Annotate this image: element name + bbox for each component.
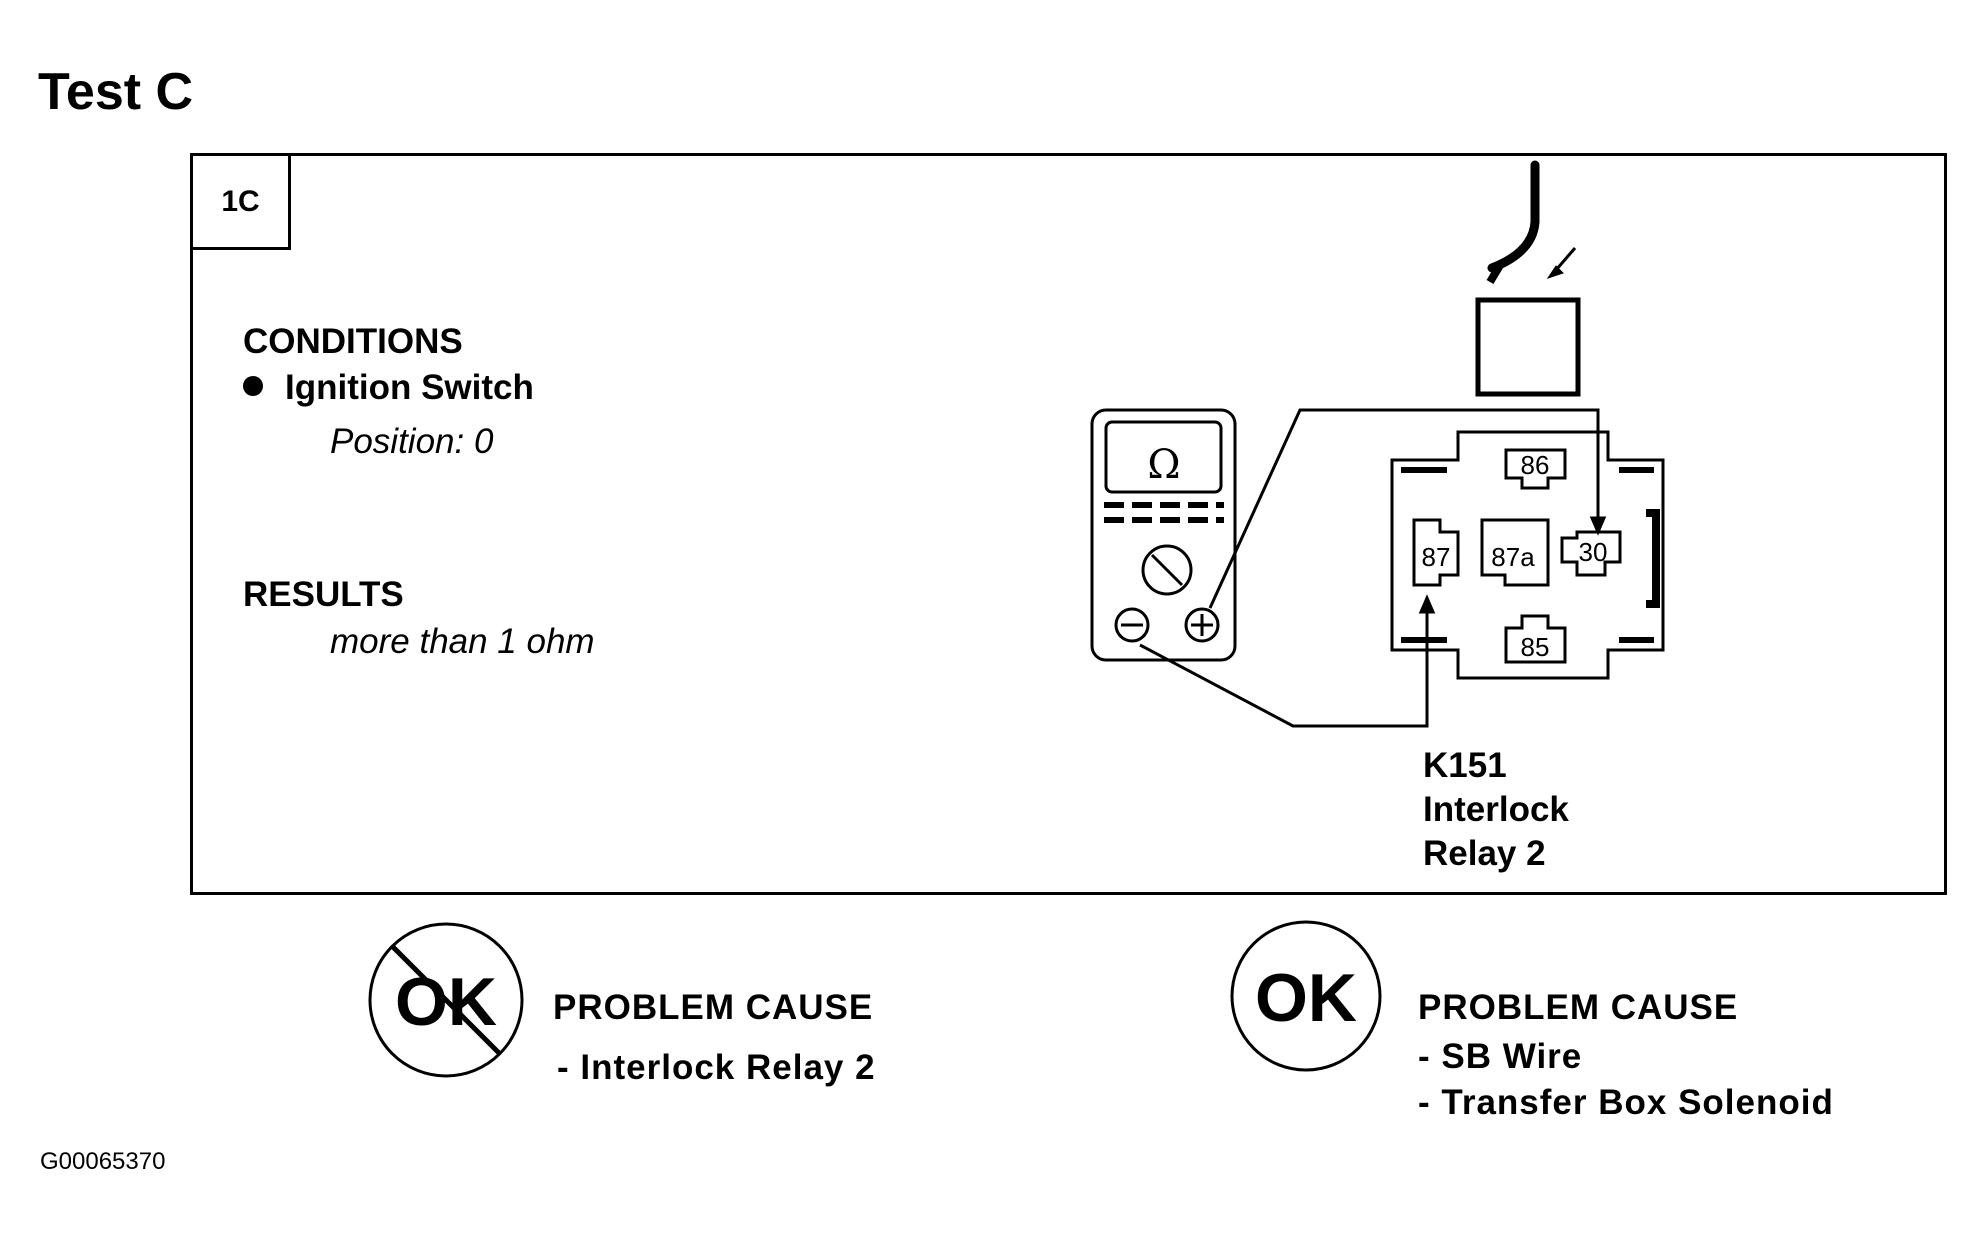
figure-id: G00065370: [40, 1148, 166, 1175]
not-ok-cause-item: - Interlock Relay 2: [557, 1048, 876, 1087]
terminal-86-label: 86: [1521, 450, 1550, 480]
conditions-heading: CONDITIONS: [243, 322, 463, 361]
condition-detail: Position: 0: [330, 422, 494, 461]
page-title: Test C: [38, 63, 194, 121]
ok-badge-label: OK: [1255, 960, 1357, 1036]
relay-label-line: K151: [1423, 746, 1507, 785]
ohm-symbol: Ω: [1147, 442, 1180, 488]
bullet-icon: [243, 375, 263, 396]
results-value: more than 1 ohm: [330, 622, 595, 661]
not-ok-cause-heading: PROBLEM CAUSE: [553, 988, 874, 1027]
removed-relay-icon: [1475, 160, 1581, 397]
plus-terminal-icon: [1184, 607, 1220, 643]
results-heading: RESULTS: [243, 575, 404, 614]
relay-label-line: Relay 2: [1423, 834, 1546, 873]
ok-cause-heading: PROBLEM CAUSE: [1418, 988, 1739, 1027]
ohmmeter-icon: Ω: [1090, 408, 1237, 662]
terminal-87-label: 87: [1422, 542, 1451, 572]
ok-cause-item: - Transfer Box Solenoid: [1418, 1083, 1834, 1122]
relay-socket: [1390, 430, 1665, 680]
relay-label: K151 Interlock Relay 2: [1423, 744, 1569, 876]
test-panel: [190, 153, 1947, 895]
terminal-87a-label: 87a: [1491, 542, 1535, 572]
probe-leads: [1139, 408, 1607, 728]
selector-dial-icon: [1141, 544, 1193, 596]
condition-item-label: Ignition Switch: [285, 368, 534, 407]
ok-badge: OK: [1230, 920, 1382, 1072]
relay-label-line: Interlock: [1423, 790, 1569, 829]
terminal-85-label: 85: [1521, 632, 1550, 662]
not-ok-badge: OK: [368, 922, 524, 1078]
step-tag: 1C: [190, 153, 291, 250]
terminal-30-label: 30: [1579, 537, 1608, 567]
relay-terminal-labels: 86 87 87a 30 85: [1422, 450, 1608, 662]
minus-terminal-icon: [1114, 607, 1150, 643]
condition-item: Ignition Switch: [243, 368, 534, 408]
ok-cause-item: - SB Wire: [1418, 1037, 1583, 1076]
